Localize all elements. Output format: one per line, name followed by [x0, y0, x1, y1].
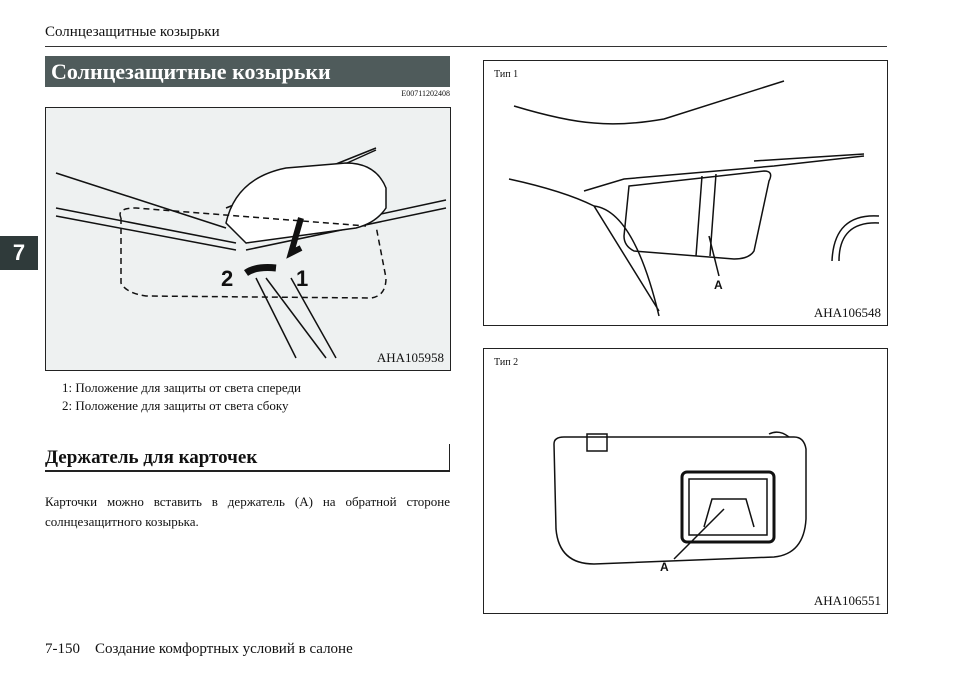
- chapter-title: Создание комфортных условий в салоне: [95, 641, 353, 657]
- legend-list: 1: Положение для защиты от света спереди…: [62, 379, 301, 415]
- subsection-title: Держатель для карточек: [45, 444, 450, 472]
- figure-label: AHA106551: [813, 593, 881, 608]
- body-text: Карточки можно вставить в держатель (A) …: [45, 494, 450, 529]
- callout-a: A: [714, 278, 723, 292]
- type2-figure: A Тип 2 AHA106551: [483, 348, 888, 614]
- callout-a: A: [660, 560, 669, 574]
- callout-2: 2: [221, 266, 233, 291]
- legend-item: 2: Положение для защиты от света сбоку: [62, 398, 289, 413]
- running-title: Солнцезащитные козырьки: [45, 24, 220, 40]
- type-label: Тип 1: [494, 69, 519, 80]
- figure-label: AHA105958: [376, 350, 444, 365]
- type1-illustration: A: [508, 80, 880, 317]
- callout-1: 1: [296, 266, 308, 291]
- type-label: Тип 2: [494, 357, 519, 368]
- type2-illustration: A: [553, 431, 807, 574]
- header-rule: [45, 46, 887, 47]
- section-title: Солнцезащитные козырьки: [45, 56, 450, 87]
- page-number: 7-150: [45, 641, 80, 657]
- sun-visor-figure: 2 1 AHA105958: [45, 107, 451, 371]
- section-code: E00711202408: [401, 89, 450, 98]
- page-footer: 7-150 Создание комфортных условий в сало…: [45, 641, 353, 658]
- chapter-tab: 7: [0, 236, 38, 270]
- figure-label: AHA106548: [813, 305, 881, 320]
- legend-item: 1: Положение для защиты от света спереди: [62, 380, 302, 395]
- sun-visor-illustration: 2 1: [55, 147, 447, 359]
- type1-figure: A Тип 1 AHA106548: [483, 60, 888, 326]
